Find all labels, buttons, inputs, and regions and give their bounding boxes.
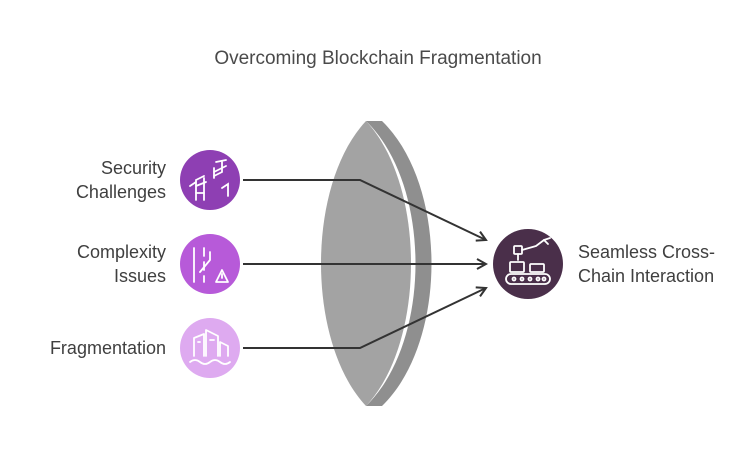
input-label-security: Security Challenges: [75, 158, 166, 202]
robot-conveyor-icon: [493, 229, 563, 299]
road-warning-icon: [180, 234, 240, 294]
broken-bridge-icon: [180, 150, 240, 210]
input-label-complexity: Complexity Issues: [76, 242, 166, 286]
connector-fragmentation: [243, 288, 486, 349]
output-label: Seamless Cross- Chain Interaction: [578, 242, 716, 286]
diagram-title: Overcoming Blockchain Fragmentation: [214, 48, 542, 69]
fragmented-city-icon: [180, 318, 240, 378]
input-label-fragmentation: Fragmentation: [49, 338, 166, 358]
connector-security: [243, 179, 486, 240]
